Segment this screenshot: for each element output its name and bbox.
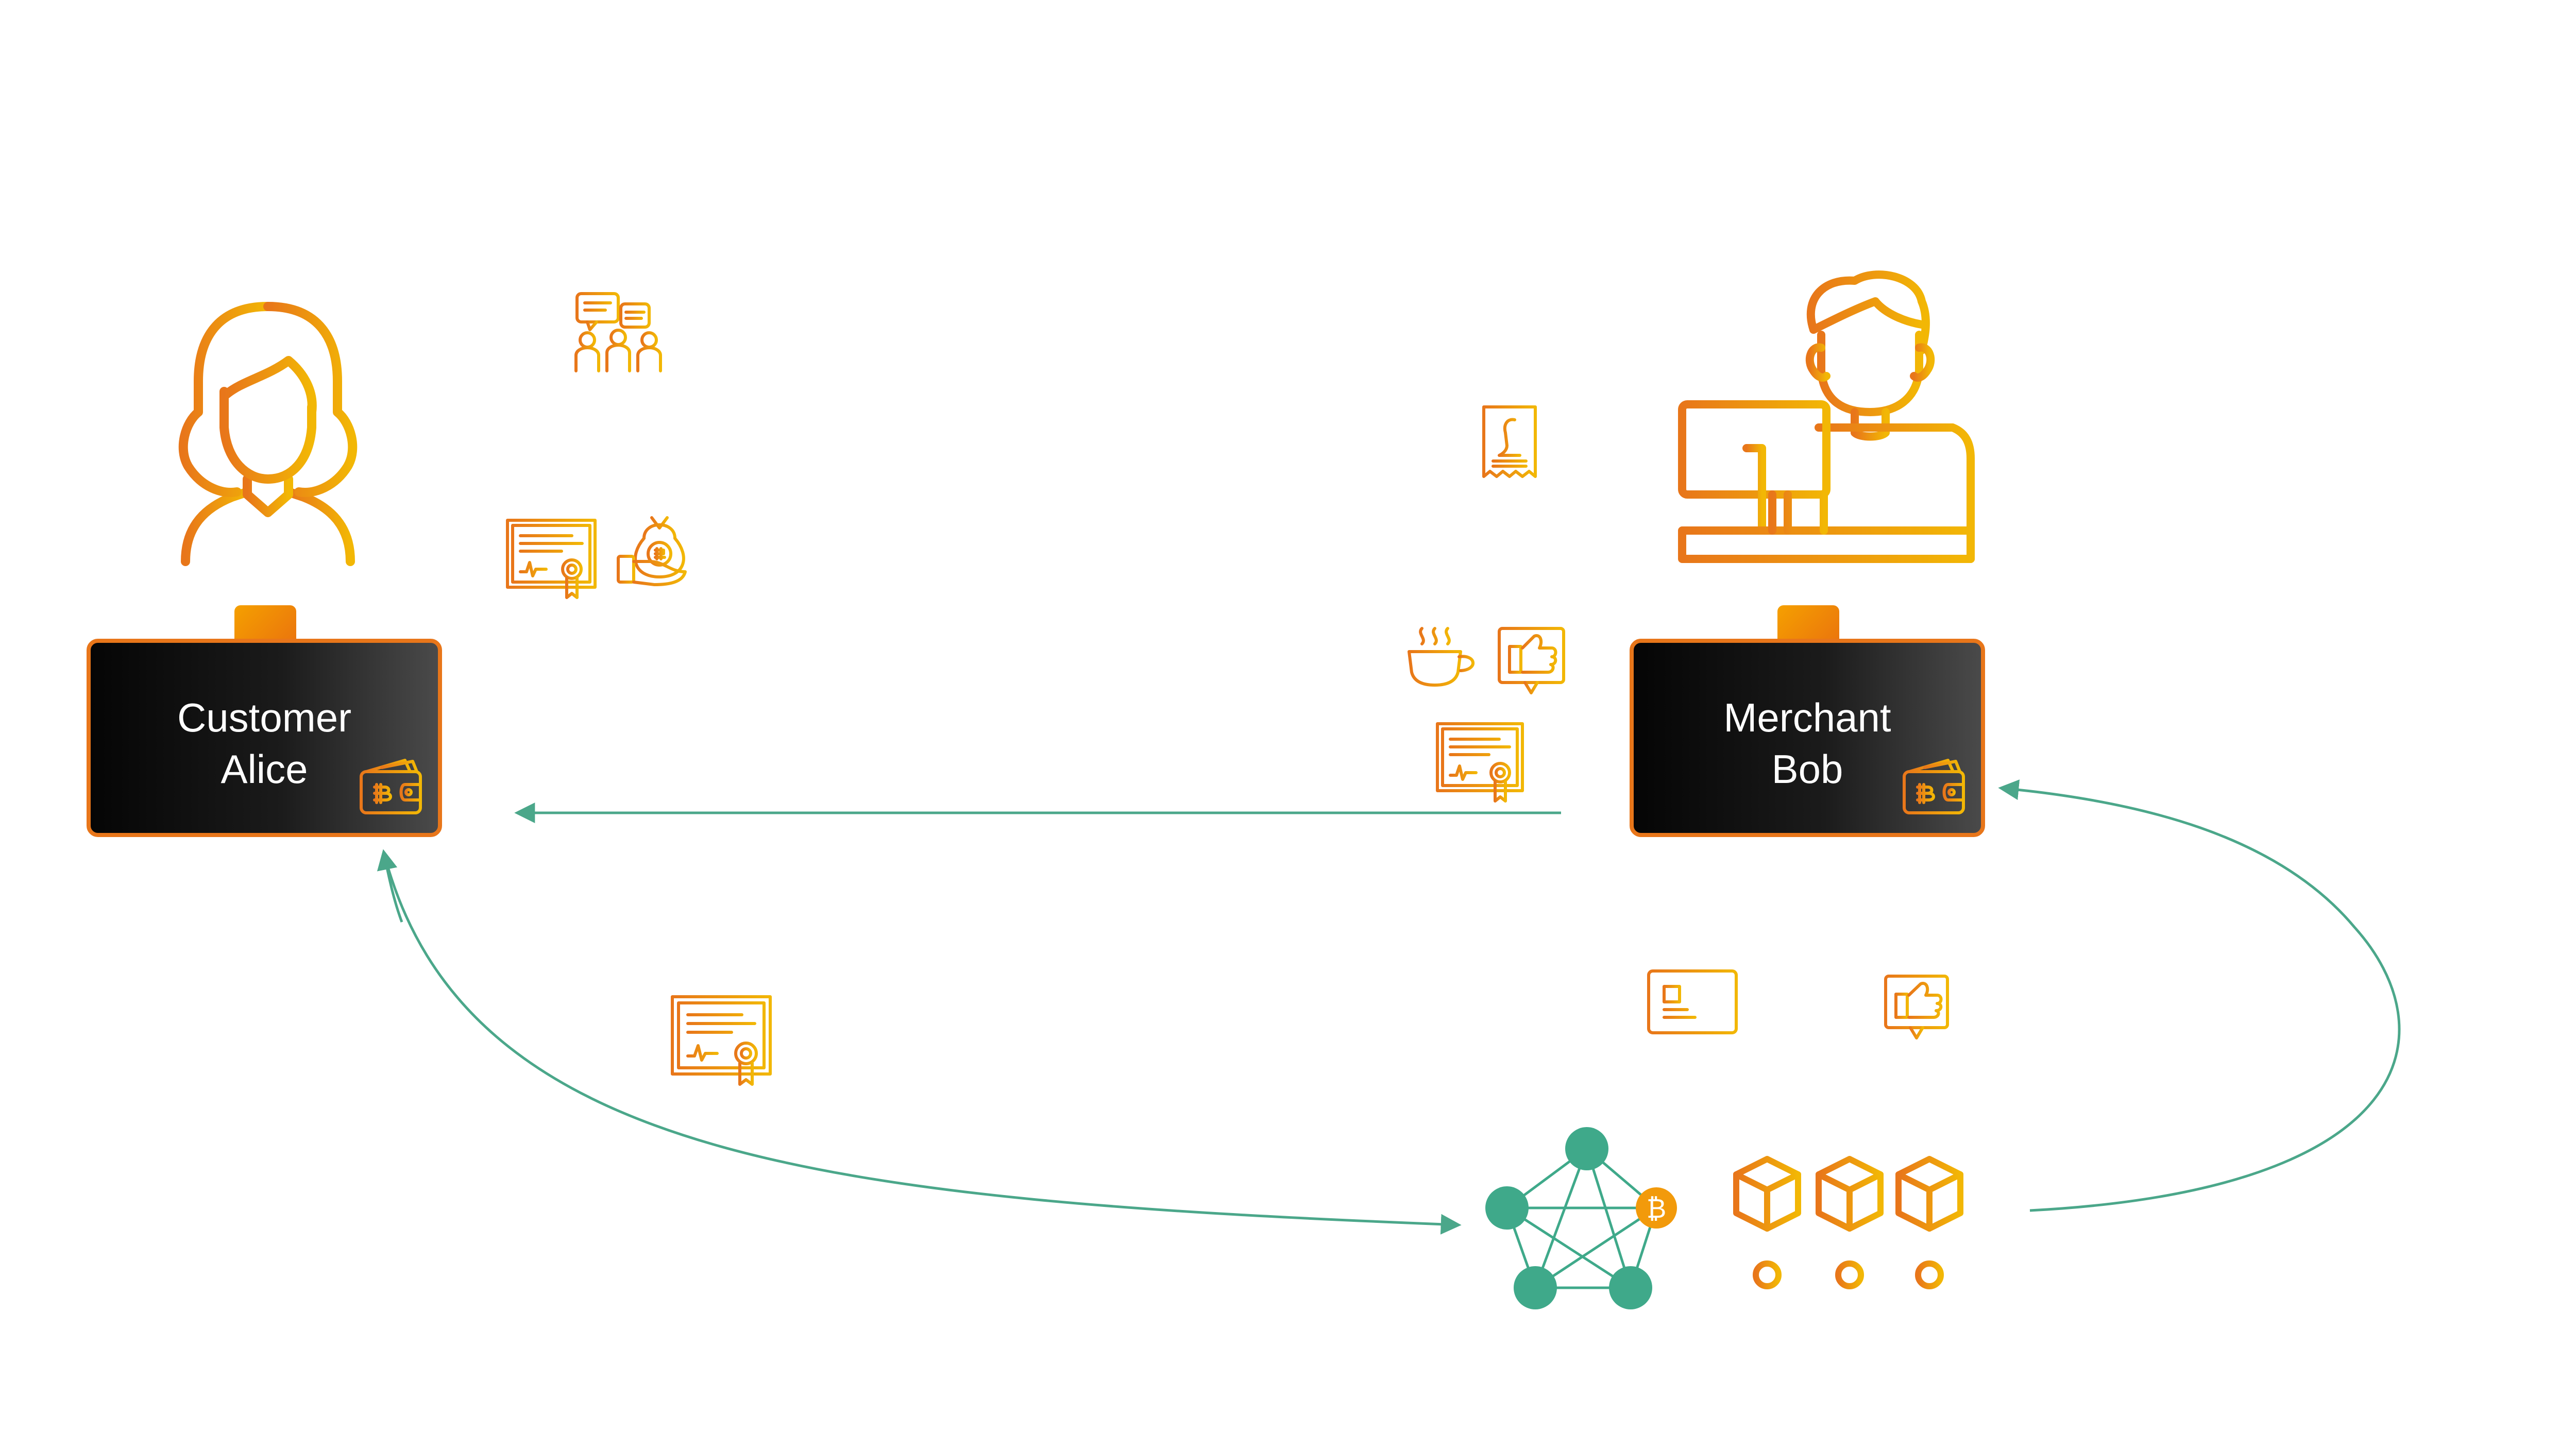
- money-bag-hand-icon: [617, 516, 687, 586]
- thumbs-up-icon: [1884, 975, 1949, 1039]
- customer-person-icon: [178, 302, 358, 566]
- coffee-cup-icon: [1400, 627, 1475, 689]
- thumbs-up-icon: [1498, 627, 1565, 694]
- flow-arrows: [377, 779, 2401, 1235]
- meeting-chat-icon: [571, 292, 665, 372]
- customer-card-label: Customer Alice: [91, 692, 438, 795]
- customer-name: Alice: [221, 746, 308, 792]
- customer-wallet-card[interactable]: Customer Alice: [87, 639, 442, 837]
- blockchain-icon: [1705, 1156, 1997, 1289]
- merchant-title: Merchant: [1723, 695, 1891, 740]
- arrow-customer-network: [382, 852, 1462, 1235]
- bitcoin-network-icon: ₿: [1485, 1127, 1677, 1309]
- arrow-blockchain-to-merchant: [1998, 779, 2401, 1212]
- certificate-icon: [671, 995, 772, 1086]
- id-card-icon: [1647, 969, 1738, 1034]
- receipt-pound-icon: [1482, 405, 1537, 478]
- merchant-card-label: Merchant Bob: [1634, 692, 1981, 795]
- wallet-bitcoin-icon: [360, 759, 422, 814]
- merchant-name: Bob: [1771, 746, 1843, 792]
- wallet-bitcoin-icon: [1903, 759, 1965, 814]
- customer-title: Customer: [177, 695, 352, 740]
- svg-text:₿: ₿: [1647, 1194, 1667, 1224]
- certificate-icon: [1436, 722, 1524, 803]
- certificate-icon: [506, 519, 597, 599]
- merchant-person-icon: [1678, 270, 1975, 563]
- merchant-wallet-card[interactable]: Merchant Bob: [1630, 639, 1985, 837]
- arrow-customer-start-head: [377, 849, 403, 923]
